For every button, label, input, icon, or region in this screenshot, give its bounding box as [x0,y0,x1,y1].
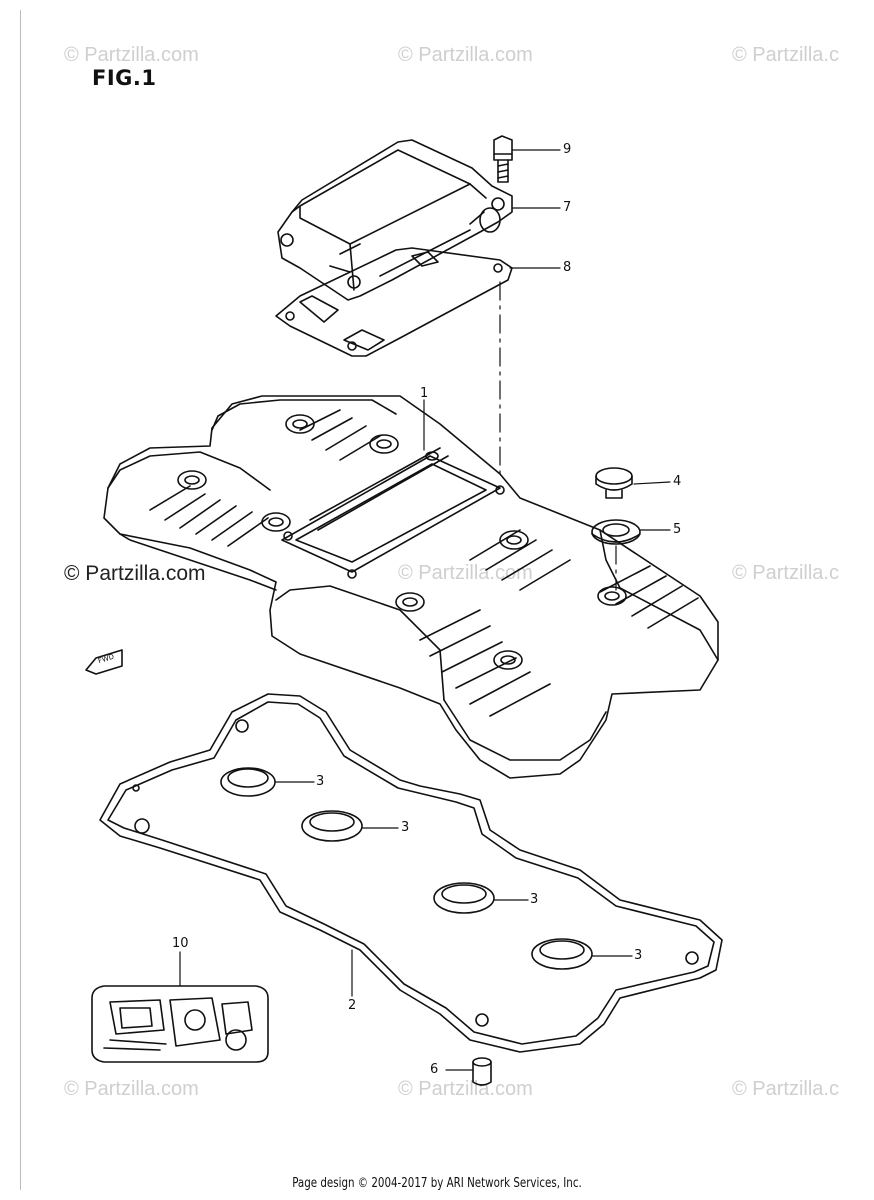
page-left-border [20,10,21,1190]
figure-title: FIG.1 [92,66,157,90]
callout-3: 3 [401,820,410,835]
part-6-dowel-pin[interactable] [472,1057,492,1086]
part-10-gasket-set[interactable] [91,985,269,1063]
part-1-cylinder-head-cover[interactable] [103,395,719,779]
watermark: © Partzilla.com [398,44,533,66]
callout-1: 1 [420,386,429,401]
watermark: © Partzilla.com [64,1078,199,1100]
part-7-breather-cover[interactable] [277,139,513,301]
watermark: © Partzilla.com [398,1078,533,1100]
part-3-plug-hole-gasket[interactable] [531,938,593,970]
callout-6: 6 [430,1062,439,1077]
callout-9: 9 [563,142,572,157]
part-3-plug-hole-gasket[interactable] [220,767,276,797]
watermark: © Partzilla.com [398,562,533,584]
fwd-arrow-icon [85,649,123,675]
callout-7: 7 [563,200,572,215]
part-8-breather-gasket[interactable] [275,247,513,357]
leader-line-4 [633,481,671,485]
callout-3: 3 [530,892,539,907]
watermark: © Partzilla.com [64,44,199,66]
watermark: © Partzilla.c [732,562,839,584]
callout-10: 10 [172,936,189,951]
part-4-cap-bolt[interactable] [595,467,633,499]
callout-5: 5 [673,522,682,537]
part-3-plug-hole-gasket[interactable] [301,810,363,842]
callout-3: 3 [316,774,325,789]
part-2-head-cover-gasket[interactable] [99,693,723,1053]
callout-2: 2 [348,998,357,1013]
part-9-bolt[interactable] [493,135,513,183]
page-footer-copyright: Page design © 2004-2017 by ARI Network S… [292,1176,582,1191]
callout-3: 3 [634,948,643,963]
watermark-dark: © Partzilla.com [64,562,206,585]
callout-8: 8 [563,260,572,275]
part-5-seal-washer[interactable] [591,519,641,545]
part-3-plug-hole-gasket[interactable] [433,882,495,914]
watermark: © Partzilla.c [732,44,839,66]
callout-4: 4 [673,474,682,489]
watermark: © Partzilla.c [732,1078,839,1100]
